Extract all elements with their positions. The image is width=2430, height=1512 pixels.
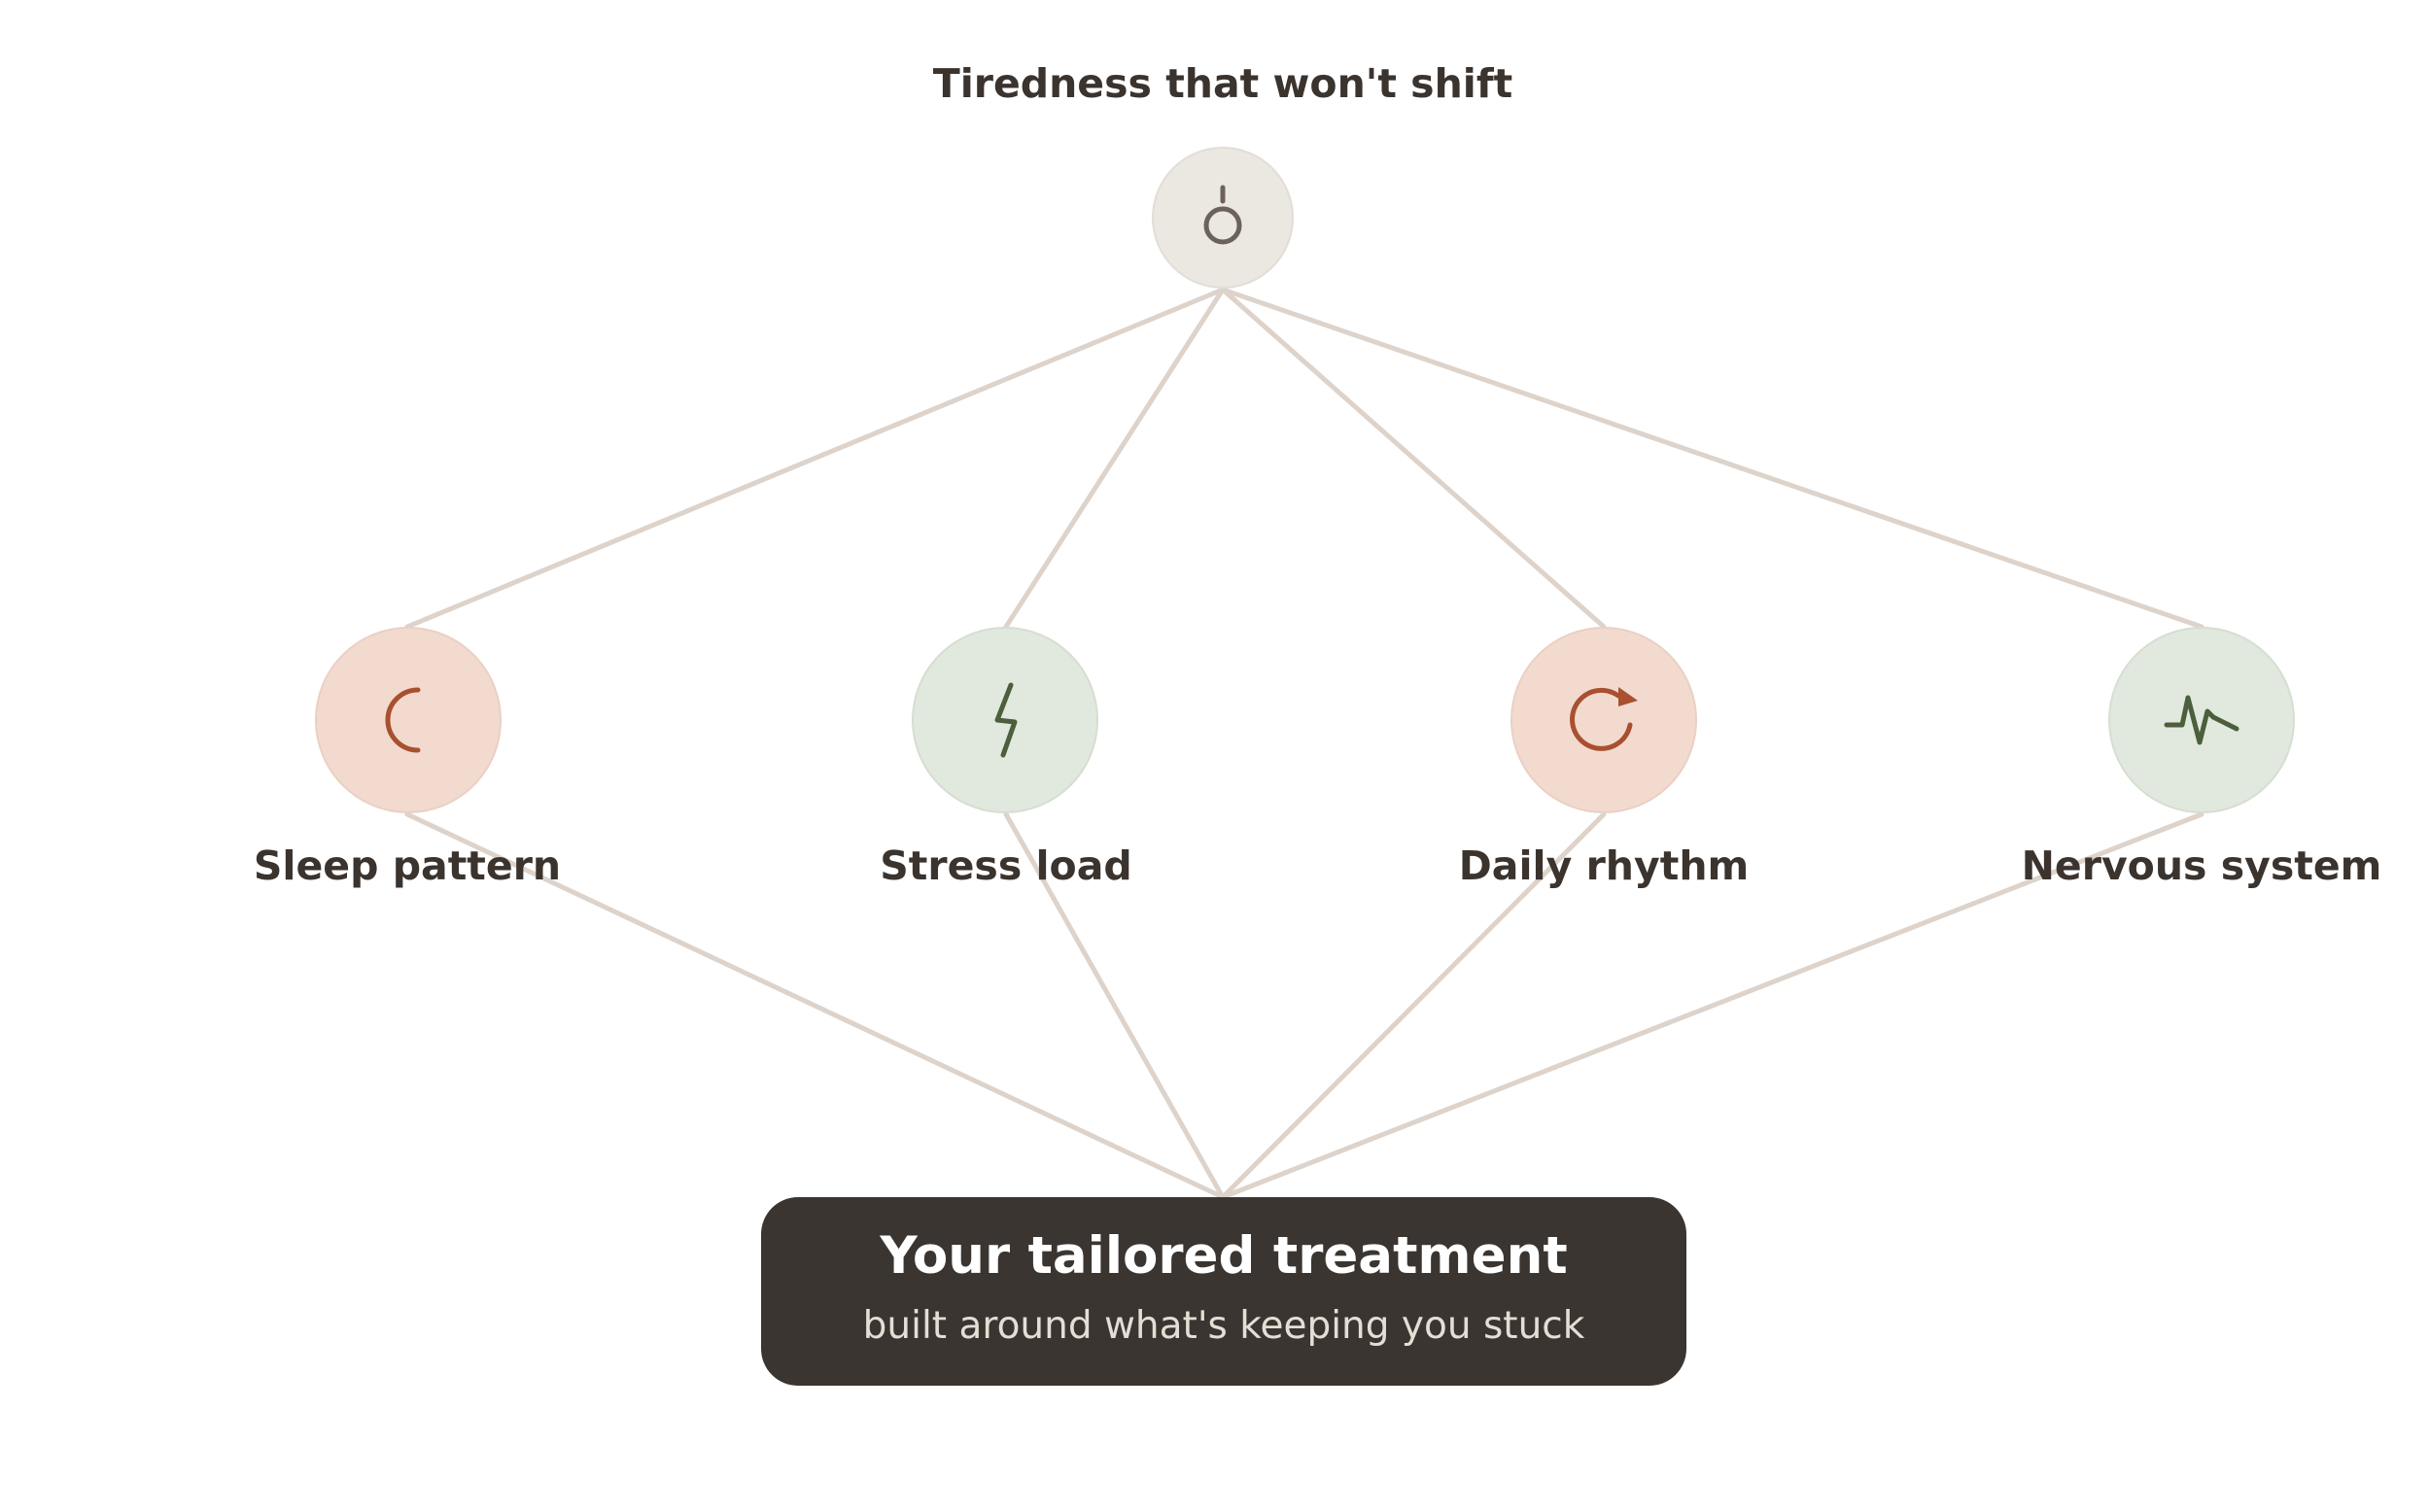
refresh-cycle-icon xyxy=(1570,687,1638,751)
result-box: Your tailored treatment built around wha… xyxy=(761,1197,1686,1386)
factor-node-rhythm xyxy=(1510,627,1697,813)
factor-node-nervous xyxy=(2108,627,2295,813)
factor-node-stress xyxy=(912,627,1098,813)
crescent-moon-icon xyxy=(385,687,421,753)
connector-top-to-rhythm xyxy=(1220,287,1607,630)
factor-node-sleep xyxy=(315,627,502,813)
result-subtitle: built around what's keeping you stuck xyxy=(862,1304,1585,1348)
connector-top-to-stress xyxy=(1003,287,1226,630)
connector-sleep-to-result xyxy=(404,811,1226,1200)
lightning-bolt-icon xyxy=(994,682,1018,758)
factor-label-stress: Stress load xyxy=(880,842,1132,889)
connector-stress-to-result xyxy=(1003,811,1226,1200)
connector-top-to-sleep xyxy=(404,287,1226,630)
connector-nervous-to-result xyxy=(1220,811,2204,1200)
top-node-label: Tiredness that won't shift xyxy=(932,60,1513,107)
top-node xyxy=(1152,147,1294,289)
factor-label-sleep: Sleep pattern xyxy=(253,842,562,889)
factor-label-nervous: Nervous system xyxy=(2021,842,2382,889)
connector-top-to-nervous xyxy=(1220,287,2204,630)
pulse-wave-icon xyxy=(2164,695,2239,745)
factor-label-rhythm: Daily rhythm xyxy=(1458,842,1750,889)
connector-rhythm-to-result xyxy=(1220,811,1607,1200)
result-title: Your tailored treatment xyxy=(880,1226,1568,1286)
power-icon xyxy=(1203,185,1242,245)
